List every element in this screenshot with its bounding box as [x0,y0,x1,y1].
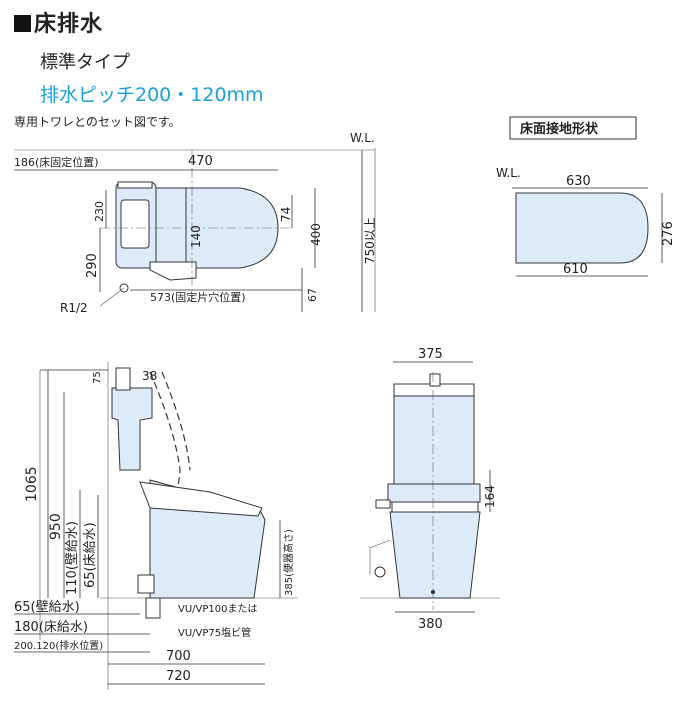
front-bowl [389,511,481,599]
pipe-note-1: VU/VP100または [178,603,258,615]
front-tank [393,395,475,485]
floor-shape-label-box [509,116,637,140]
dim-1065: 1065 [24,466,40,502]
dim-950: 950 [48,513,64,540]
subtitle: 標準タイプ [40,52,130,73]
dim-38: 38 [142,369,157,383]
side-seat [139,481,263,517]
floor-wl-label: W.L. [496,166,521,180]
dim-720: 720 [166,669,191,684]
dim-380: 380 [418,617,443,632]
front-view: 375 164 380 [360,347,500,632]
title-square-icon [14,15,31,32]
title-text: 床排水 [34,12,104,37]
floor-footprint [515,192,649,264]
front-side-panel [375,499,391,509]
dim-375: 375 [418,347,443,362]
dim-400: 400 [309,223,323,246]
page-title: 床排水 [14,6,103,38]
tank-lid [120,199,150,249]
pipe-note-2: VU/VP75塩ビ管 [178,626,251,639]
dim-67: 67 [306,288,319,302]
side-valve [137,574,155,594]
floor-shape-label: 床面接地形状 [520,121,599,137]
front-seat-cover [387,483,481,503]
tank-top-strip [117,181,153,189]
floor-shape: 床面接地形状 W.L. 630 276 610 [496,116,676,277]
dim-700: 700 [166,649,191,664]
top-wl-label: W.L. [350,131,375,145]
dim-65-floor: 65(床給水) [83,522,98,588]
front-seat [391,501,479,513]
dim-750: 750以上 [363,217,377,264]
dim-290: 290 [85,253,100,278]
side-panel [149,261,197,281]
dim-470: 470 [188,154,213,169]
drain-pitch: 排水ピッチ200・120mm [40,84,264,106]
dim-74: 74 [279,207,293,222]
dim-186: 186(床固定位置) [14,155,99,169]
dim-65-wall: 65(壁給水) [14,600,80,615]
dim-200-120: 200.120(排水位置) [14,639,103,652]
dim-230: 230 [93,201,106,222]
dim-164: 164 [483,485,497,508]
dim-75: 75 [92,371,103,384]
dim-276: 276 [661,221,676,246]
side-view: 75 38 1065 950 110(壁給水) 65(床給水) 385(便器高さ… [14,362,298,690]
dim-140: 140 [189,225,203,248]
dim-110-wall: 110(壁給水) [65,521,80,595]
front-valve [374,566,386,578]
dim-385: 385(便器高さ) [282,529,295,596]
side-tank [111,387,153,471]
top-view: W.L. 186(床固定位置) 470 230 290 140 74 400 7… [14,131,377,315]
dim-610: 610 [563,262,588,277]
dim-573: 573(固定片穴位置) [150,290,246,304]
side-faucet [115,367,131,391]
dim-180: 180(床給水) [14,620,88,635]
dim-630: 630 [566,174,591,189]
dim-r12: R1/2 [60,301,88,315]
set-note: 専用トワレとのセット図です。 [14,115,181,129]
front-faucet [429,373,441,387]
side-drain-pipe [145,597,161,619]
